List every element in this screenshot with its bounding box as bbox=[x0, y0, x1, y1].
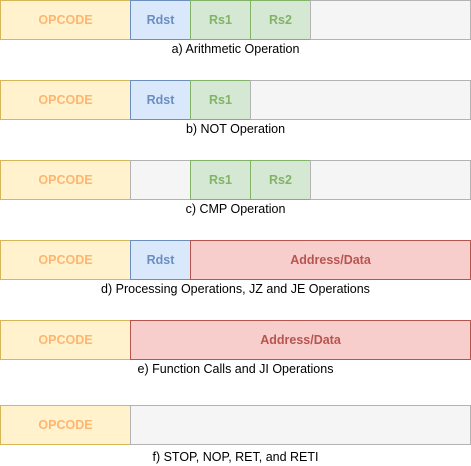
field-bar: OPCODE Rdst Address/Data bbox=[0, 240, 471, 280]
opcode-field: OPCODE bbox=[0, 240, 131, 280]
address-data-field: Address/Data bbox=[130, 320, 471, 360]
rs2-field: Rs2 bbox=[250, 0, 311, 40]
unused-field bbox=[250, 80, 471, 120]
unused-field bbox=[130, 160, 191, 200]
rs1-field: Rs1 bbox=[190, 160, 251, 200]
field-bar: OPCODE bbox=[0, 405, 471, 445]
unused-field bbox=[130, 405, 471, 445]
field-bar: OPCODE Rdst Rs1 bbox=[0, 80, 471, 120]
rs2-field: Rs2 bbox=[250, 160, 311, 200]
opcode-field: OPCODE bbox=[0, 405, 131, 445]
field-bar: OPCODE Rs1 Rs2 bbox=[0, 160, 471, 200]
field-bar: OPCODE Rdst Rs1 Rs2 bbox=[0, 0, 471, 40]
unused-field bbox=[310, 160, 471, 200]
format-caption: d) Processing Operations, JZ and JE Oper… bbox=[101, 282, 370, 296]
rdst-field: Rdst bbox=[130, 80, 191, 120]
rs1-field: Rs1 bbox=[190, 0, 251, 40]
opcode-field: OPCODE bbox=[0, 160, 131, 200]
format-caption: c) CMP Operation bbox=[185, 202, 286, 216]
field-bar: OPCODE Address/Data bbox=[0, 320, 471, 360]
opcode-field: OPCODE bbox=[0, 80, 131, 120]
address-data-field: Address/Data bbox=[190, 240, 471, 280]
format-caption: b) NOT Operation bbox=[185, 122, 286, 136]
rs1-field: Rs1 bbox=[190, 80, 251, 120]
rdst-field: Rdst bbox=[130, 240, 191, 280]
format-caption: a) Arithmetic Operation bbox=[171, 42, 300, 56]
unused-field bbox=[310, 0, 471, 40]
format-caption: f) STOP, NOP, RET, and RETI bbox=[152, 450, 319, 464]
format-caption: e) Function Calls and JI Operations bbox=[137, 362, 334, 376]
opcode-field: OPCODE bbox=[0, 320, 131, 360]
opcode-field: OPCODE bbox=[0, 0, 131, 40]
rdst-field: Rdst bbox=[130, 0, 191, 40]
